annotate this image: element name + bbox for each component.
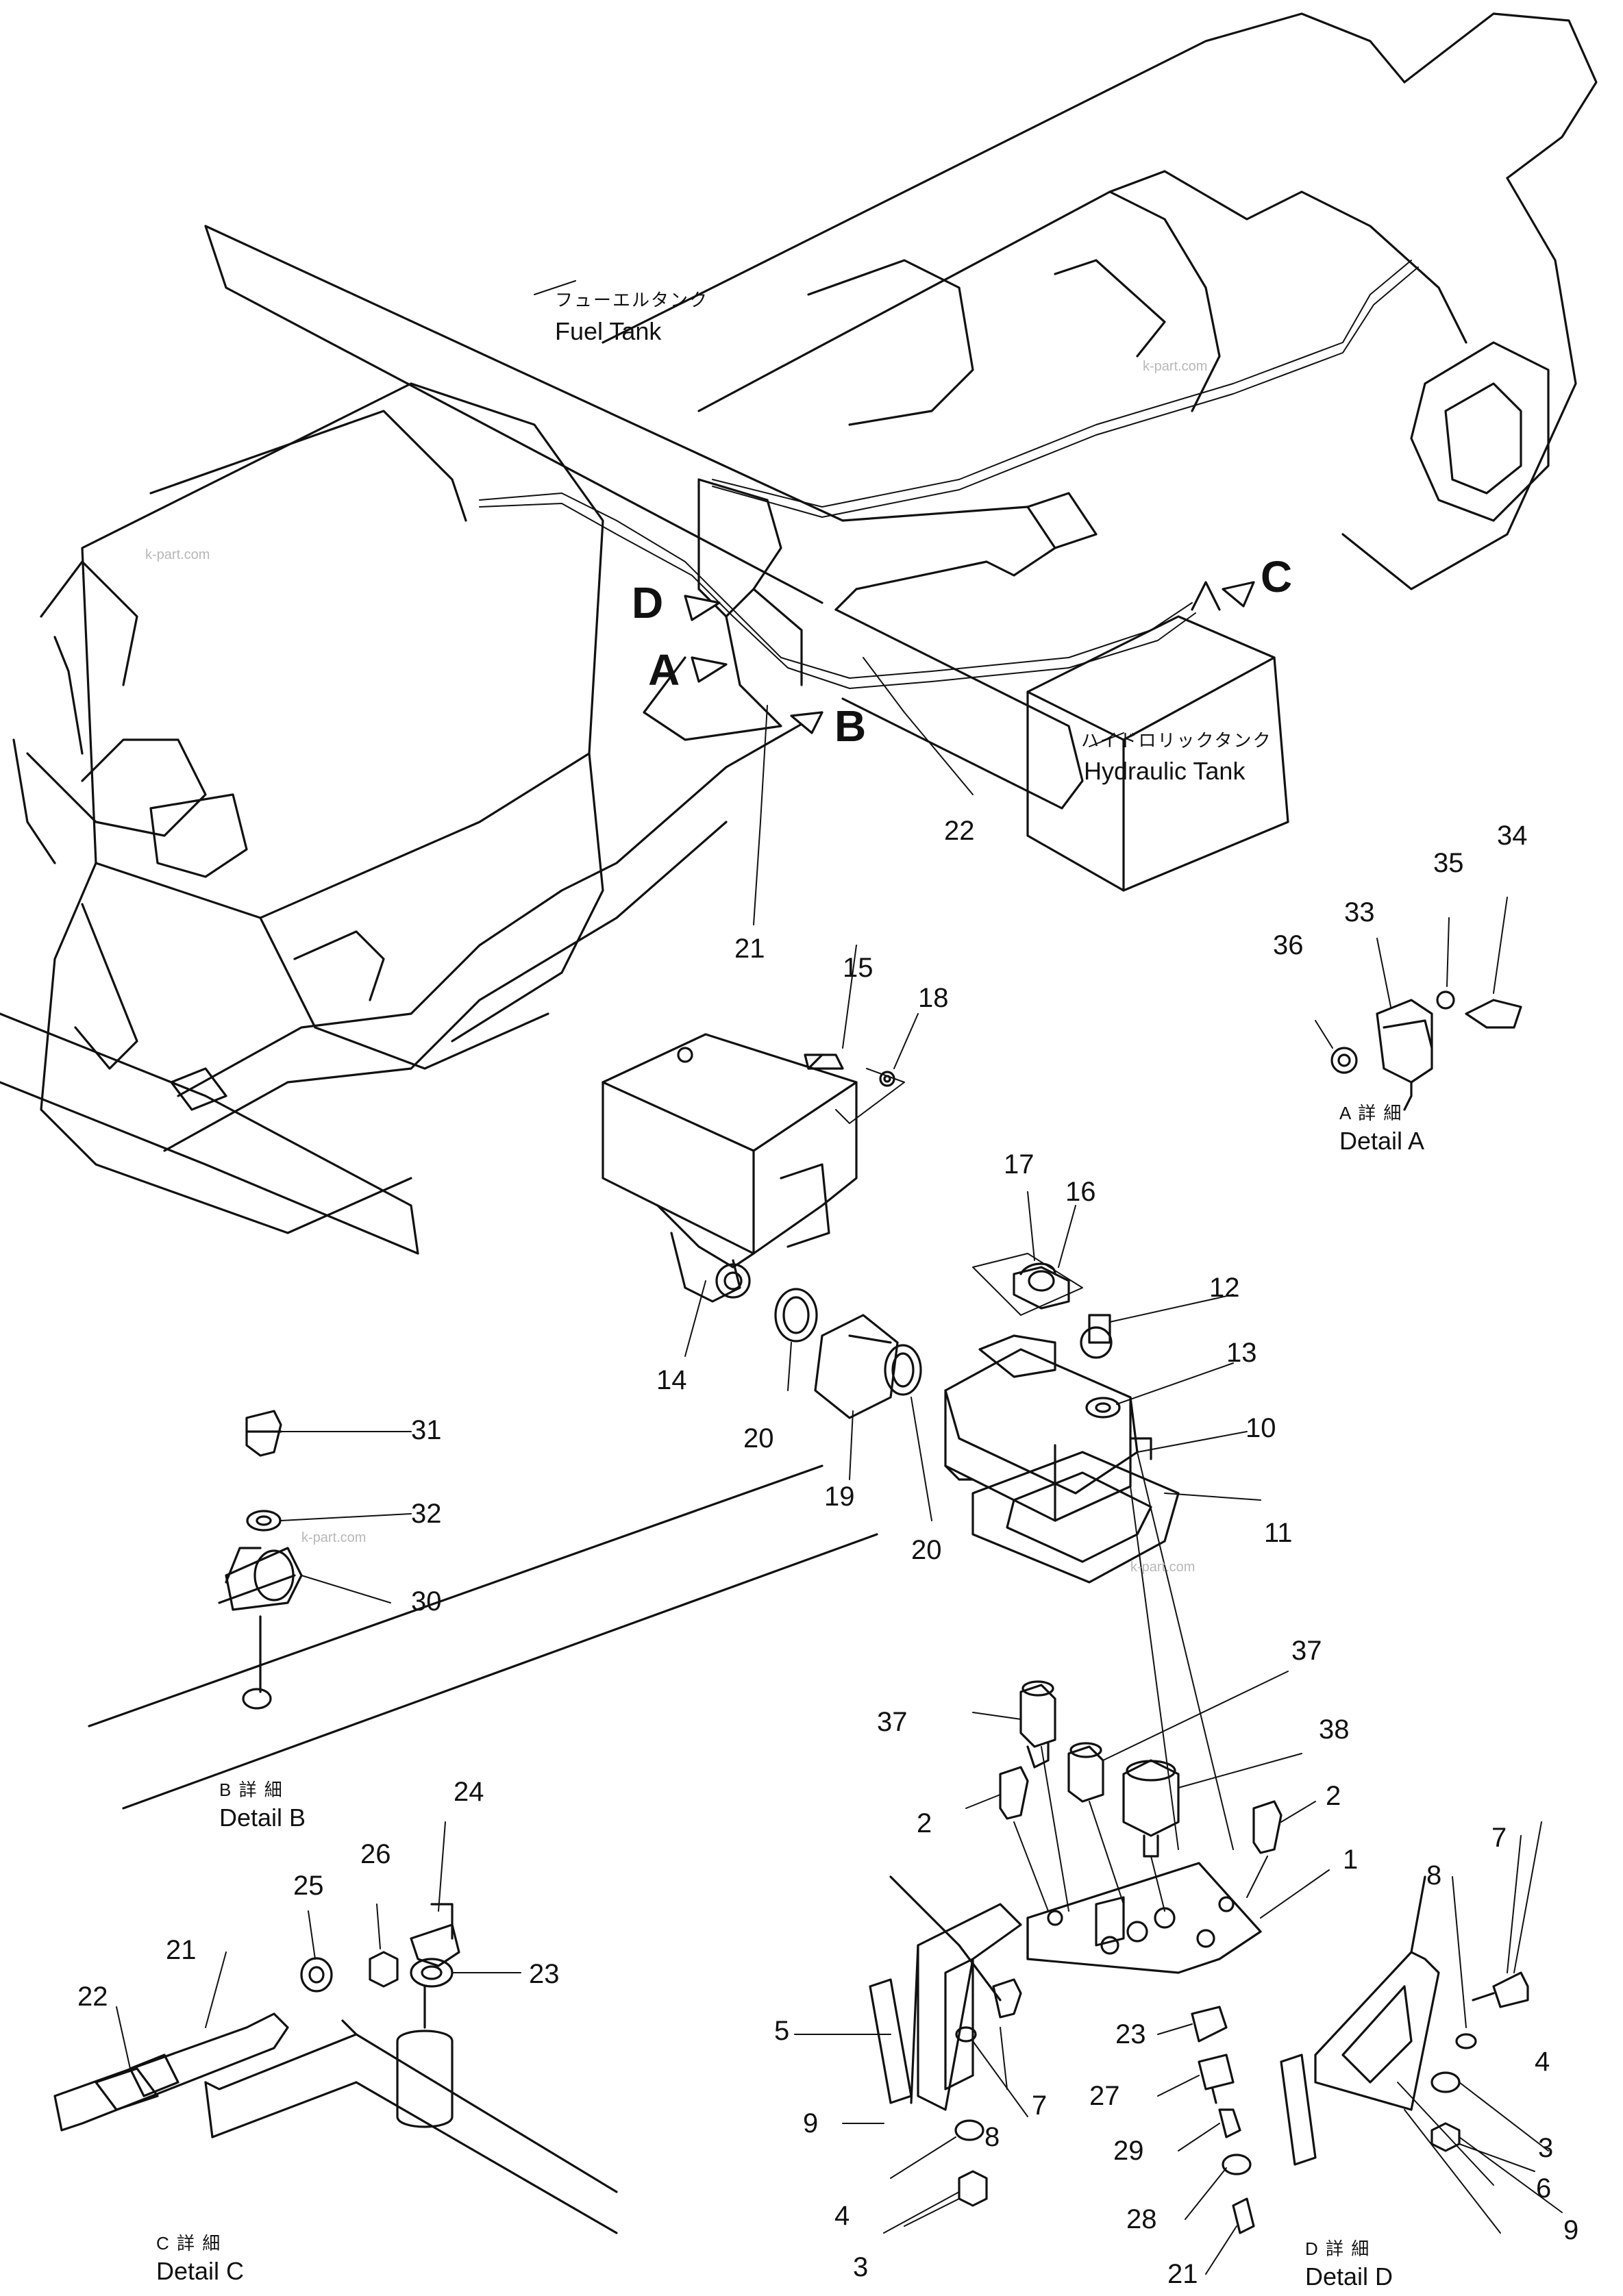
- part-number: 5: [774, 2016, 790, 2046]
- part-number: 3: [1538, 2133, 1554, 2163]
- detail-c-caption-jp: C 詳 細: [156, 2233, 222, 2254]
- watermark: k-part.com: [145, 547, 210, 562]
- detail-a-caption-jp: A 詳 細: [1339, 1103, 1403, 1123]
- part-number: 19: [824, 1482, 855, 1512]
- detail-d-caption-jp: D 詳 細: [1305, 2238, 1371, 2259]
- watermark: k-part.com: [1130, 1560, 1195, 1575]
- part-number: 34: [1497, 821, 1528, 851]
- part-number: 24: [454, 1777, 484, 1807]
- part-number: 37: [877, 1707, 908, 1737]
- part-number: 20: [911, 1535, 942, 1565]
- detail-b-drawing: [88, 1410, 878, 1810]
- part-number: 25: [293, 1871, 324, 1901]
- hydraulic-tank-label-jp: ハイドロリックタンク: [1081, 730, 1272, 751]
- detail-a-drawing: [1315, 897, 1522, 1111]
- part-number: 30: [411, 1586, 442, 1617]
- part-number: 27: [1089, 2081, 1120, 2111]
- detail-c-drawing: [53, 1821, 618, 2234]
- hose-clamps-drawing: [774, 1191, 1083, 1521]
- detail-b-caption: Detail B: [219, 1804, 306, 1832]
- watermark: k-part.com: [1143, 359, 1208, 374]
- part-number: 17: [1004, 1149, 1034, 1180]
- part-number: 3: [853, 2252, 869, 2282]
- part-number: 28: [1126, 2204, 1157, 2234]
- detail-marker-a: A: [648, 645, 680, 695]
- fuel-tank-label-jp: フューエルタンク: [555, 290, 709, 310]
- part-number: 9: [1563, 2215, 1579, 2245]
- detail-d-caption: Detail D: [1305, 2262, 1393, 2291]
- part-number: 1: [1343, 1845, 1359, 1875]
- part-number: 36: [1273, 930, 1304, 960]
- detail-marker-c: C: [1261, 552, 1293, 601]
- part-number: 33: [1344, 897, 1375, 927]
- part-number: 6: [1536, 2173, 1552, 2204]
- part-number: 8: [1426, 1860, 1442, 1891]
- part-number: 32: [411, 1499, 442, 1529]
- part-number: 26: [360, 1839, 391, 1869]
- part-number: 11: [1264, 1518, 1293, 1548]
- part-number: 22: [77, 1982, 108, 2012]
- detail-d-drawing: [794, 1671, 1563, 2275]
- part-number: 21: [1167, 2259, 1198, 2289]
- part-number: 37: [1291, 1636, 1322, 1666]
- detail-c-caption: Detail C: [156, 2257, 245, 2285]
- part-number: 18: [918, 983, 949, 1013]
- part-number: 23: [1115, 2019, 1146, 2049]
- hydraulic-tank-label: Hydraulic Tank: [1084, 757, 1246, 785]
- cover-and-gasket-drawing: [944, 1294, 1261, 1850]
- part-number: 2: [1326, 1781, 1341, 1811]
- valve-box-drawing: [602, 945, 919, 1357]
- detail-a-caption: Detail A: [1339, 1127, 1425, 1155]
- part-number: 13: [1226, 1338, 1257, 1368]
- part-number: 31: [411, 1415, 442, 1445]
- part-number: 23: [529, 1959, 560, 1989]
- part-number: 16: [1065, 1177, 1096, 1207]
- part-number: 8: [984, 2122, 1000, 2152]
- main-frame-drawing: [0, 12, 1598, 1255]
- detail-marker-d: D: [632, 578, 664, 627]
- detail-marker-b: B: [834, 701, 867, 751]
- part-number: 12: [1209, 1273, 1240, 1303]
- part-number: 20: [743, 1423, 774, 1453]
- part-number: 10: [1246, 1413, 1276, 1443]
- part-number: 38: [1319, 1714, 1350, 1745]
- part-number: 22: [944, 816, 975, 846]
- part-number: 7: [1491, 1823, 1507, 1853]
- part-number: 21: [734, 934, 765, 964]
- part-number: 14: [656, 1365, 687, 1395]
- part-number: 35: [1433, 848, 1464, 878]
- part-number: 29: [1113, 2136, 1144, 2166]
- part-number: 7: [1032, 2091, 1048, 2121]
- part-number: 15: [843, 953, 874, 983]
- watermark: k-part.com: [301, 1530, 367, 1545]
- detail-b-caption-jp: B 詳 細: [219, 1780, 284, 1800]
- part-number: 21: [166, 1935, 197, 1965]
- part-number: 2: [917, 1808, 932, 1838]
- fuel-tank-label: Fuel Tank: [555, 317, 662, 345]
- part-number: 4: [1535, 2047, 1550, 2077]
- part-number: 9: [803, 2108, 819, 2138]
- part-number: 4: [834, 2201, 850, 2231]
